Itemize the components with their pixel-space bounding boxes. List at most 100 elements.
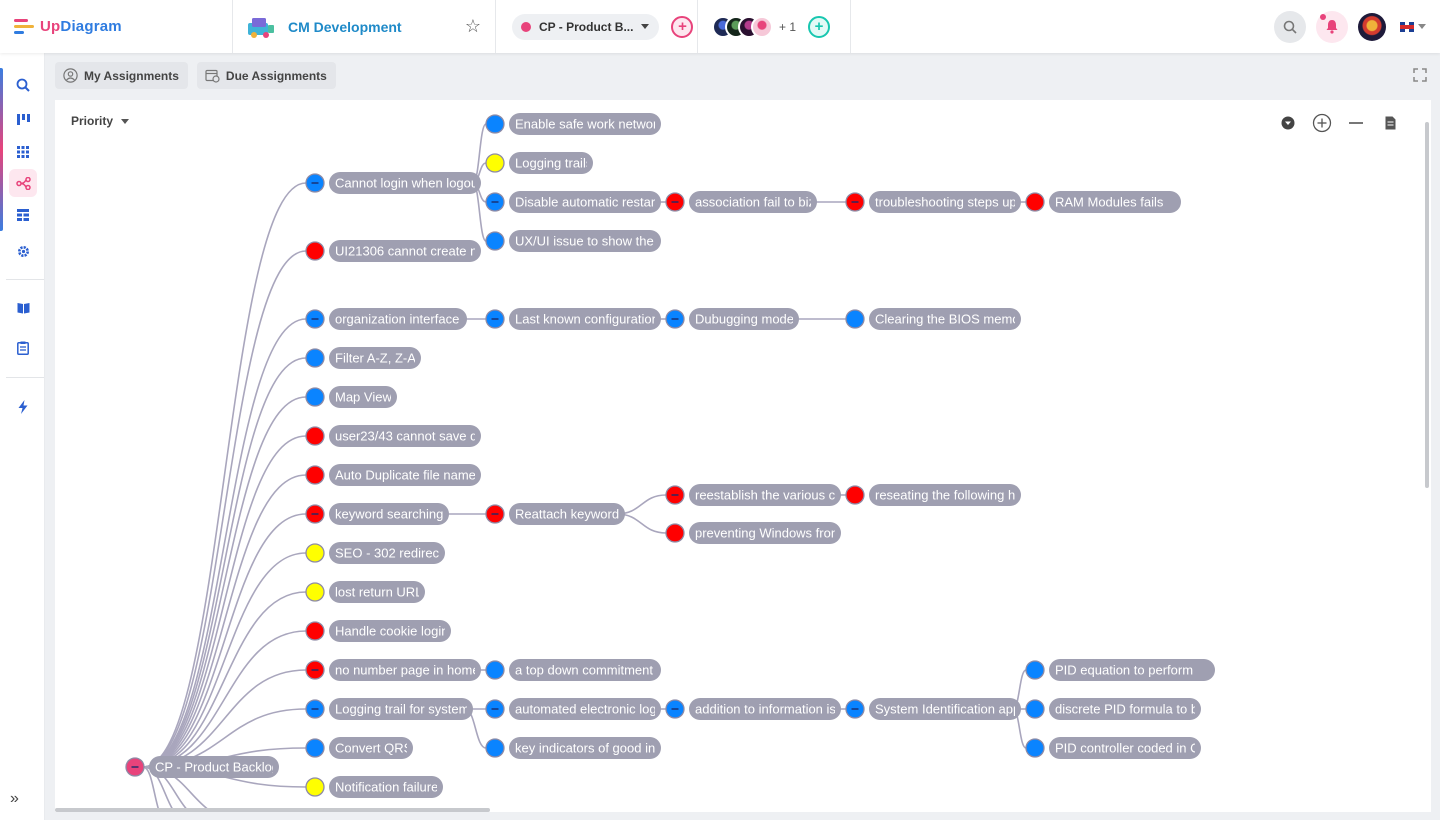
mindmap-node[interactable]: no number page in homep (305, 659, 487, 681)
mindmap-node[interactable]: a top down commitment t (485, 659, 661, 681)
mindmap-node[interactable]: Handle cookie login (305, 620, 451, 642)
priority-red-indicator[interactable] (305, 621, 325, 641)
favorite-star-icon[interactable]: ☆ (464, 16, 481, 36)
mindmap-node[interactable]: addition to information is (665, 698, 841, 720)
priority-blue-indicator[interactable] (1025, 738, 1045, 758)
priority-red-indicator[interactable] (845, 485, 865, 505)
project-switcher[interactable]: CM Development ☆ (233, 0, 496, 53)
avatar[interactable] (751, 15, 773, 38)
members-more-count[interactable]: + 1 (779, 19, 797, 34)
sidebar-item-mindmap[interactable] (9, 169, 37, 197)
add-member-button[interactable]: + (808, 15, 831, 38)
horizontal-scrollbar[interactable] (55, 808, 490, 812)
mindmap-node[interactable]: Last known configuration (485, 308, 661, 330)
language-selector[interactable] (1400, 21, 1426, 32)
brand-name: UpDiagram (40, 18, 122, 35)
priority-yellow-indicator[interactable] (305, 543, 325, 563)
priority-red-indicator[interactable] (665, 523, 685, 543)
priority-yellow-indicator[interactable] (485, 153, 505, 173)
mindmap-node[interactable]: lost return URL (305, 581, 425, 603)
expand-sidebar-icon[interactable]: » (10, 790, 19, 807)
node-label: a top down commitment t (515, 663, 661, 678)
sidebar-item-docs[interactable] (9, 294, 37, 322)
sidebar-item-grid[interactable] (9, 138, 37, 166)
search-button[interactable] (1274, 10, 1306, 43)
mindmap-node[interactable]: Logging trail for system (305, 698, 473, 720)
mindmap-node[interactable]: Logging trails (485, 152, 593, 174)
priority-blue-indicator[interactable] (305, 348, 325, 368)
tab-due-assignments[interactable]: Due Assignments (196, 62, 336, 89)
sidebar-item-reports[interactable] (9, 334, 37, 362)
sidebar-item-search[interactable] (9, 71, 37, 99)
mindmap-node[interactable]: discrete PID formula to be (1025, 698, 1205, 720)
mindmap-node[interactable]: RAM Modules fails (1025, 191, 1181, 213)
priority-blue-indicator[interactable] (485, 738, 505, 758)
mindmap-node[interactable]: user23/43 cannot save do (305, 425, 485, 447)
mindmap-node[interactable]: association fail to biz (665, 191, 817, 213)
mindmap-node[interactable]: Enable safe work network (485, 113, 664, 135)
vertical-scrollbar[interactable] (1425, 122, 1429, 488)
user-avatar[interactable] (1358, 12, 1386, 41)
export-button[interactable] (1379, 112, 1401, 134)
mindmap-node[interactable]: Auto Duplicate file name (305, 464, 481, 486)
mindmap-node[interactable]: preventing Windows fron (665, 522, 841, 544)
priority-yellow-indicator[interactable] (305, 582, 325, 602)
priority-red-indicator[interactable] (305, 465, 325, 485)
priority-blue-indicator[interactable] (485, 231, 505, 251)
sidebar-item-settings[interactable] (9, 237, 37, 265)
sidebar-item-automation[interactable] (9, 393, 37, 421)
mindmap-node[interactable]: reestablish the various co (665, 484, 842, 506)
top-bar: UpDiagram CM Development ☆ CP - Product … (0, 0, 1440, 53)
priority-blue-indicator[interactable] (1025, 660, 1045, 680)
priority-blue-indicator[interactable] (485, 660, 505, 680)
mindmap-node[interactable]: Convert QRS (305, 737, 413, 759)
fullscreen-button[interactable] (1413, 68, 1427, 87)
mindmap-node[interactable]: UI21306 cannot create ne (305, 240, 485, 262)
mindmap-node[interactable]: Cannot login when logout (305, 172, 482, 194)
notifications-button[interactable] (1316, 10, 1348, 43)
priority-blue-indicator[interactable] (485, 114, 505, 134)
priority-blue-indicator[interactable] (305, 387, 325, 407)
mindmap-node[interactable]: Filter A-Z, Z-A (305, 347, 421, 369)
add-board-button[interactable]: + (671, 15, 694, 38)
board-selector[interactable]: CP - Product B... (512, 13, 660, 40)
mindmap-node[interactable]: Clearing the BIOS memor (845, 308, 1025, 330)
priority-yellow-indicator[interactable] (305, 777, 325, 797)
mindmap-edge (142, 435, 307, 768)
options-button[interactable] (1277, 112, 1299, 134)
mindmap-node[interactable]: SEO - 302 redirect (305, 542, 445, 564)
priority-blue-indicator[interactable] (1025, 699, 1045, 719)
priority-filter[interactable]: Priority (71, 114, 130, 128)
mindmap-node[interactable]: Disable automatic restart (485, 191, 661, 213)
priority-blue-indicator[interactable] (305, 738, 325, 758)
brand-logo[interactable]: UpDiagram (0, 0, 233, 53)
mindmap-node[interactable]: PID controller coded in C (1025, 737, 1201, 759)
priority-red-indicator[interactable] (305, 426, 325, 446)
mindmap-node[interactable]: automated electronic logs (485, 698, 664, 720)
mindmap-node[interactable]: Map View (305, 386, 397, 408)
priority-blue-indicator[interactable] (845, 309, 865, 329)
mindmap-node[interactable]: keyword searching (305, 503, 449, 525)
node-label: automated electronic logs (515, 702, 664, 717)
mindmap-node[interactable]: key indicators of good inte (485, 737, 666, 759)
priority-red-indicator[interactable] (1025, 192, 1045, 212)
mindmap-node[interactable]: UX/UI issue to show the v (485, 230, 664, 252)
mindmap-root-node[interactable]: CP - Product Backlog (125, 756, 279, 778)
mindmap-node[interactable]: Reattach keyword (485, 503, 625, 525)
priority-red-indicator[interactable] (305, 241, 325, 261)
sidebar-item-kanban[interactable] (9, 106, 37, 134)
zoom-out-button[interactable] (1345, 112, 1367, 134)
sidebar-item-table[interactable] (9, 201, 37, 229)
mindmap-node[interactable]: PID equation to perform (1025, 659, 1215, 681)
tab-my-assignments[interactable]: My Assignments (55, 62, 188, 89)
mindmap-node[interactable]: reseating the following ho (845, 484, 1022, 506)
node-label-bg (329, 581, 425, 603)
member-avatars[interactable] (712, 15, 773, 38)
mindmap-node[interactable]: organization interface (305, 308, 467, 330)
mindmap-node[interactable]: troubleshooting steps up (845, 191, 1021, 213)
node-label-bg (509, 191, 661, 213)
mindmap-node[interactable]: Dubugging mode (665, 308, 799, 330)
mindmap-node[interactable]: Notification failure (305, 776, 443, 798)
mindmap-node[interactable]: System Identification app (845, 698, 1021, 720)
zoom-in-button[interactable] (1311, 112, 1333, 134)
